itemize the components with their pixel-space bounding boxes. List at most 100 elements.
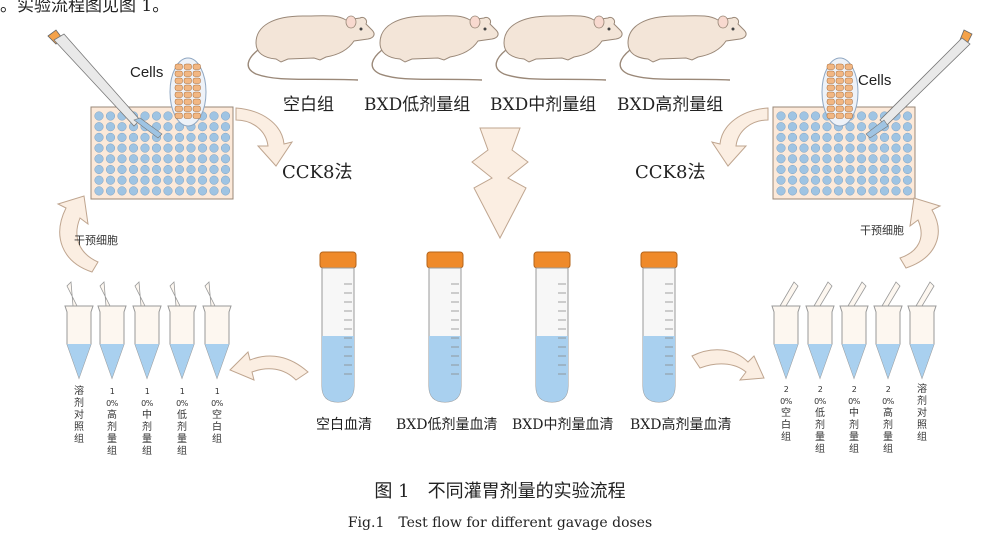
left-tube-label-low: 10%低剂量组 bbox=[176, 387, 188, 457]
well-icon bbox=[856, 154, 867, 164]
well-icon bbox=[140, 143, 150, 153]
well-icon bbox=[117, 122, 127, 132]
serum-tube-icon bbox=[319, 251, 357, 403]
cell-icon bbox=[826, 84, 835, 91]
well-icon bbox=[94, 186, 104, 196]
well-icon bbox=[151, 111, 162, 121]
well-icon bbox=[105, 122, 116, 132]
well-icon bbox=[209, 154, 219, 164]
well-icon bbox=[209, 111, 219, 121]
cells-label-left: Cells bbox=[130, 64, 164, 81]
well-icon bbox=[197, 143, 208, 153]
well-icon bbox=[868, 175, 878, 185]
well-icon bbox=[845, 175, 855, 185]
well-icon bbox=[787, 154, 798, 164]
well-icon bbox=[822, 164, 832, 175]
well-icon bbox=[799, 164, 809, 175]
cell-icon bbox=[835, 98, 844, 105]
cell-icon bbox=[192, 91, 201, 98]
well-icon bbox=[810, 111, 821, 121]
right-cells-cluster-icon bbox=[821, 57, 859, 127]
well-icon bbox=[810, 154, 821, 164]
well-icon bbox=[220, 186, 231, 196]
cell-icon bbox=[844, 70, 853, 77]
cell-icon bbox=[192, 98, 201, 105]
right-tube-label-low: 20%低剂量组 bbox=[814, 385, 826, 455]
well-icon bbox=[787, 186, 798, 196]
well-icon bbox=[209, 122, 219, 132]
well-icon bbox=[787, 175, 798, 185]
well-icon bbox=[856, 164, 867, 175]
well-icon bbox=[140, 164, 150, 175]
well-icon bbox=[902, 132, 913, 142]
well-icon bbox=[799, 111, 809, 121]
well-icon bbox=[879, 164, 890, 175]
well-icon bbox=[879, 175, 890, 185]
well-icon bbox=[845, 154, 855, 164]
figure-caption-chinese: 图 1 不同灌胃剂量的实验流程 bbox=[374, 481, 626, 502]
well-icon bbox=[174, 186, 185, 196]
curved-arrow-left-up-icon bbox=[56, 195, 99, 273]
well-icon bbox=[209, 143, 219, 153]
well-icon bbox=[833, 186, 844, 196]
method-label-left: CCK8法 bbox=[282, 162, 353, 183]
well-icon bbox=[810, 143, 821, 153]
cell-icon bbox=[835, 63, 844, 70]
well-icon bbox=[105, 132, 116, 142]
well-icon bbox=[868, 111, 878, 121]
cell-icon bbox=[835, 91, 844, 98]
well-icon bbox=[868, 186, 878, 196]
well-icon bbox=[174, 132, 185, 142]
cell-icon bbox=[183, 105, 192, 112]
well-icon bbox=[902, 143, 913, 153]
well-icon bbox=[891, 186, 901, 196]
well-icon bbox=[833, 175, 844, 185]
curved-arrow-left-top-icon bbox=[235, 107, 294, 167]
well-icon bbox=[197, 186, 208, 196]
microtube-icon bbox=[202, 281, 232, 380]
cell-icon bbox=[192, 70, 201, 77]
well-icon bbox=[810, 164, 821, 175]
right-pipette-icon bbox=[865, 29, 973, 139]
well-icon bbox=[902, 122, 913, 132]
well-icon bbox=[799, 122, 809, 132]
well-icon bbox=[833, 164, 844, 175]
well-icon bbox=[787, 122, 798, 132]
well-icon bbox=[163, 175, 173, 185]
mouse-group-label-low: BXD低剂量组 bbox=[364, 95, 471, 115]
well-icon bbox=[799, 186, 809, 196]
cells-label-right: Cells bbox=[858, 72, 892, 89]
well-icon bbox=[822, 154, 832, 164]
well-icon bbox=[787, 132, 798, 142]
well-icon bbox=[902, 186, 913, 196]
well-icon bbox=[209, 175, 219, 185]
mouse-group-label-mid: BXD中剂量组 bbox=[490, 95, 597, 115]
well-icon bbox=[902, 154, 913, 164]
well-icon bbox=[186, 154, 196, 164]
cell-icon bbox=[192, 105, 201, 112]
well-icon bbox=[186, 143, 196, 153]
cell-icon bbox=[835, 105, 844, 112]
cell-icon bbox=[844, 77, 853, 84]
well-icon bbox=[776, 175, 786, 185]
well-icon bbox=[902, 111, 913, 121]
cell-icon bbox=[826, 98, 835, 105]
down-arrow-icon bbox=[471, 127, 529, 240]
microtube-icon bbox=[97, 281, 127, 380]
microtube-icon bbox=[839, 281, 869, 380]
well-icon bbox=[163, 154, 173, 164]
well-icon bbox=[856, 186, 867, 196]
well-icon bbox=[822, 175, 832, 185]
curved-arrow-to-left-tubes-icon bbox=[229, 351, 309, 381]
well-icon bbox=[776, 143, 786, 153]
well-icon bbox=[220, 132, 231, 142]
mouse-group-label-high: BXD高剂量组 bbox=[617, 95, 724, 115]
well-icon bbox=[891, 122, 901, 132]
well-icon bbox=[879, 186, 890, 196]
top-text: 。实验流程图见图 1。 bbox=[0, 0, 170, 16]
well-icon bbox=[776, 122, 786, 132]
cell-icon bbox=[844, 112, 853, 119]
well-icon bbox=[787, 143, 798, 153]
serum-label-low: BXD低剂量血清 bbox=[396, 417, 498, 433]
well-icon bbox=[891, 132, 901, 142]
